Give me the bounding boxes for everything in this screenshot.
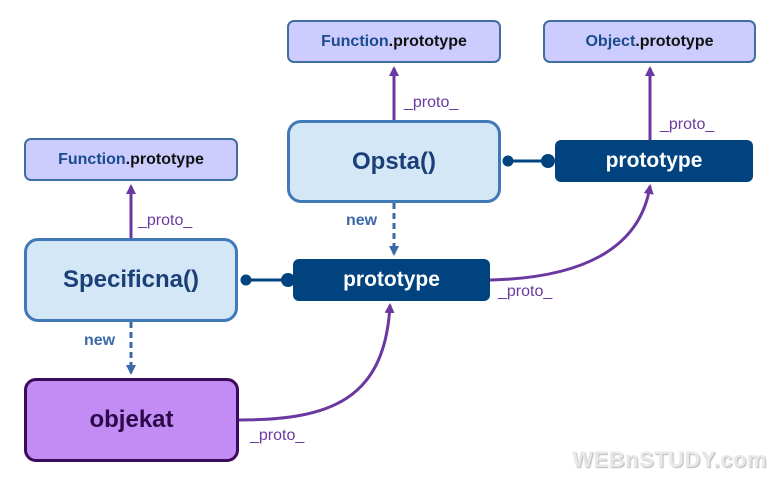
function-keyword: Function (321, 32, 389, 50)
prototype-suffix: .prototype (125, 150, 204, 168)
specificna-label: Specificna() (62, 266, 200, 293)
object-keyword: Object (585, 32, 636, 50)
proto-label-opsta-prototype: _proto_ (660, 116, 715, 133)
prototype-suffix: .prototype (635, 32, 714, 50)
connector-specificna-prototype (240, 273, 295, 287)
proto-link-objekat (238, 303, 395, 422)
proto-label-objekat: _proto_ (250, 427, 305, 444)
function-prototype-box-top: Function.prototype (287, 20, 501, 63)
specificna-prototype-box: prototype (293, 259, 490, 301)
opsta-prototype-box: prototype (555, 140, 753, 182)
proto-label-opsta: _proto_ (404, 94, 459, 111)
objekat-label: objekat (89, 406, 174, 433)
function-prototype-box-left: Function.prototype (24, 138, 238, 181)
specificna-constructor-box: Specificna() (24, 238, 238, 322)
opsta-prototype-label: prototype (605, 149, 703, 172)
opsta-label: Opsta() (352, 147, 436, 175)
function-keyword: Function (58, 150, 126, 168)
new-label-specificna: new (84, 332, 116, 349)
proto-label-specificna-prototype: _proto_ (498, 283, 553, 300)
connector-opsta-prototype (502, 154, 555, 168)
proto-label-specificna: _proto_ (138, 212, 193, 229)
site-watermark: WEBnSTUDY.com (572, 447, 767, 472)
object-prototype-box-top: Object.prototype (543, 20, 756, 63)
prototype-suffix: .prototype (388, 32, 467, 50)
new-label-opsta: new (346, 212, 378, 229)
objekat-box: objekat (24, 378, 239, 462)
opsta-constructor-box: Opsta() (287, 120, 501, 203)
proto-link-specificna-prototype (489, 184, 654, 282)
specificna-prototype-label: prototype (343, 268, 440, 291)
